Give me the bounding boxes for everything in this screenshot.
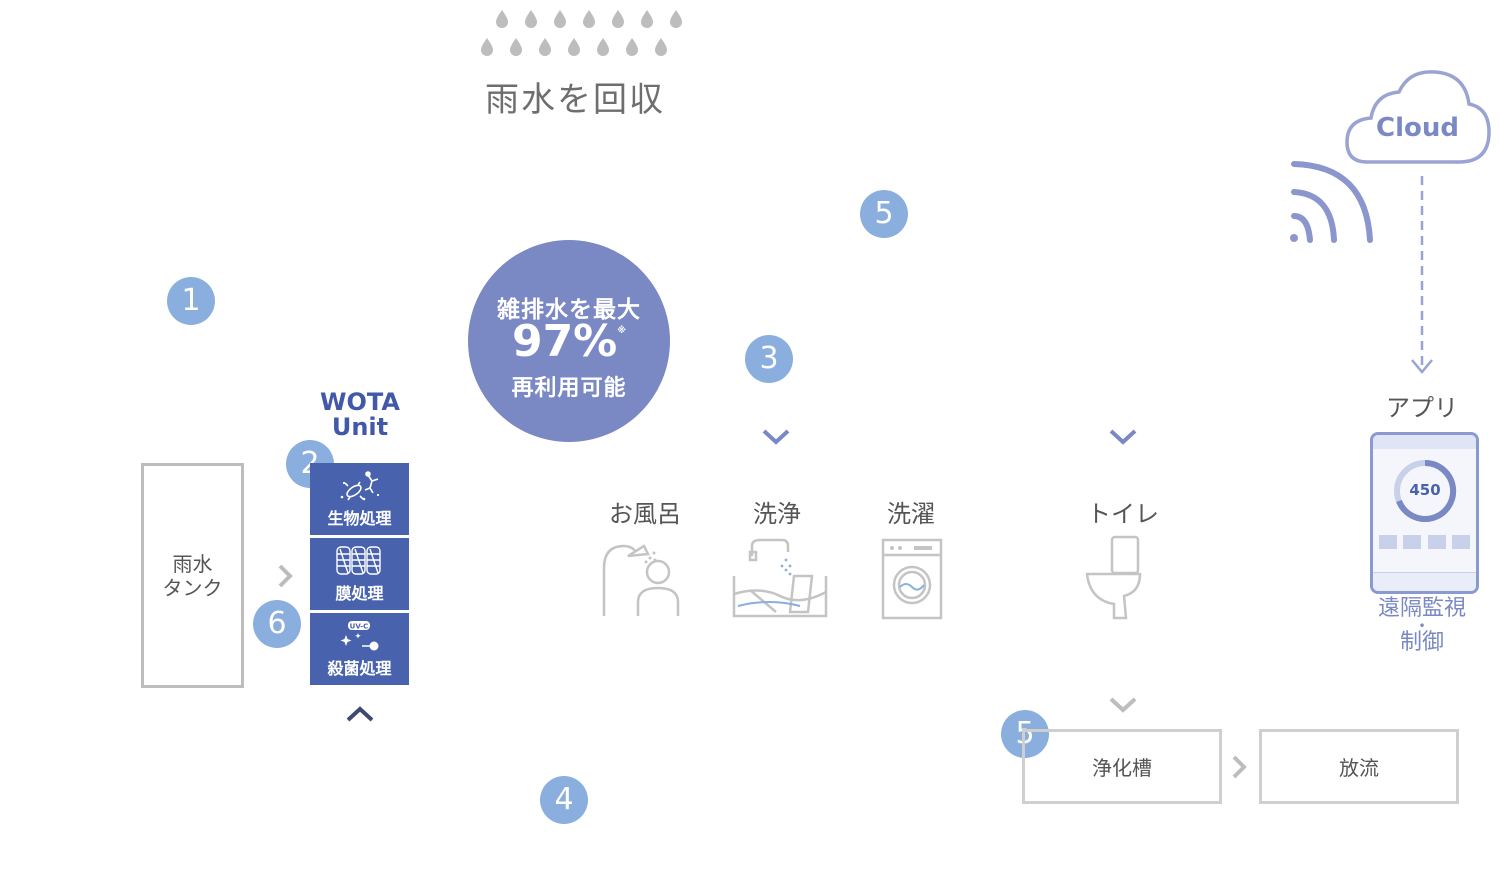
rain-tank-box: 雨水 タンク: [141, 463, 244, 688]
step-badge-5-top: 5: [860, 190, 908, 238]
uv-c-text: UV-C: [350, 623, 369, 631]
summary-line1: 雑排水を最大: [497, 297, 641, 323]
app-label: アプリ: [1386, 394, 1458, 422]
washing-machine-icon: [881, 538, 943, 620]
app-bottom-nav: [1373, 572, 1476, 591]
chevron-down-icon: [1109, 697, 1137, 713]
summary-value: 97%※: [468, 316, 670, 367]
unit-stage-biological: 生物処理: [310, 463, 409, 535]
app-stats-row: [1379, 535, 1470, 553]
cloud-label: Cloud: [1376, 113, 1459, 143]
toilet-icon: [1085, 535, 1142, 620]
wifi-signal-icon: [1290, 161, 1373, 243]
rain-tank-label-line2: タンク: [162, 575, 223, 600]
use-toilet-label: トイレ: [1087, 500, 1159, 528]
wota-unit-title-line2: Unit: [331, 413, 389, 441]
discharge-label: 放流: [1339, 756, 1379, 780]
unit-stage-membrane: 膜処理: [310, 538, 409, 610]
membrane-filter-icon: [336, 546, 381, 575]
wota-unit-title: WOTA Unit: [300, 390, 420, 440]
summary-line3: 再利用可能: [511, 376, 627, 401]
remote-monitor-label: 遠隔監視 • 制御: [1360, 598, 1484, 654]
uv-sterilize-icon: UV-C: [340, 621, 379, 651]
use-bath-label: お風呂: [609, 500, 681, 528]
app-header-bar: [1373, 435, 1476, 449]
summary-percent: 97%: [511, 316, 618, 367]
step-badge-4: 4: [540, 776, 588, 824]
app-gauge-value: 450: [1409, 481, 1441, 499]
tablet-app-screen: 450: [1370, 432, 1479, 594]
remote-dot: •: [1418, 619, 1426, 633]
rain-tank-label-line1: 雨水: [172, 551, 213, 576]
septic-tank-label: 浄化槽: [1092, 756, 1152, 780]
cloud-to-app-arrow: [1411, 176, 1433, 374]
wash-basin-icon: [732, 538, 828, 618]
app-gauge-icon: [1394, 459, 1457, 522]
step-badge-6: 6: [253, 600, 301, 648]
microbe-icon: [340, 471, 380, 501]
remote-line2: 制御: [1399, 630, 1444, 655]
stage-membrane-label: 膜処理: [335, 584, 384, 603]
reuse-summary-circle: 雑排水を最大 97%※ 再利用可能: [468, 240, 670, 442]
remote-line1: 遠隔監視: [1377, 596, 1466, 621]
cloud-icon: [1345, 70, 1491, 164]
shower-icon: [602, 544, 680, 616]
stage-biological-label: 生物処理: [327, 509, 392, 528]
rain-collect-title: 雨水を回収: [485, 80, 665, 120]
step-badge-1: 1: [167, 277, 215, 325]
step-badge-3: 3: [745, 335, 793, 383]
summary-footnote-mark: ※: [617, 326, 627, 336]
chevron-down-icon: [1109, 429, 1137, 445]
use-wash-label: 洗浄: [753, 500, 801, 528]
chevron-right-icon: [1232, 755, 1247, 779]
septic-tank-box: 浄化槽: [1022, 729, 1222, 804]
stage-sterilize-label: 殺菌処理: [327, 659, 392, 678]
chevron-down-icon: [762, 429, 790, 445]
raindrops-icon: [481, 10, 682, 56]
discharge-box: 放流: [1259, 729, 1459, 804]
unit-stage-sterilize: UV-C 殺菌処理: [310, 613, 409, 685]
chevron-right-icon: [278, 564, 293, 588]
use-laundry-label: 洗濯: [887, 500, 935, 528]
step-badge-5-septic: 5: [1001, 710, 1049, 758]
chevron-up-icon: [346, 706, 374, 722]
wota-unit-title-line1: WOTA: [320, 388, 400, 416]
